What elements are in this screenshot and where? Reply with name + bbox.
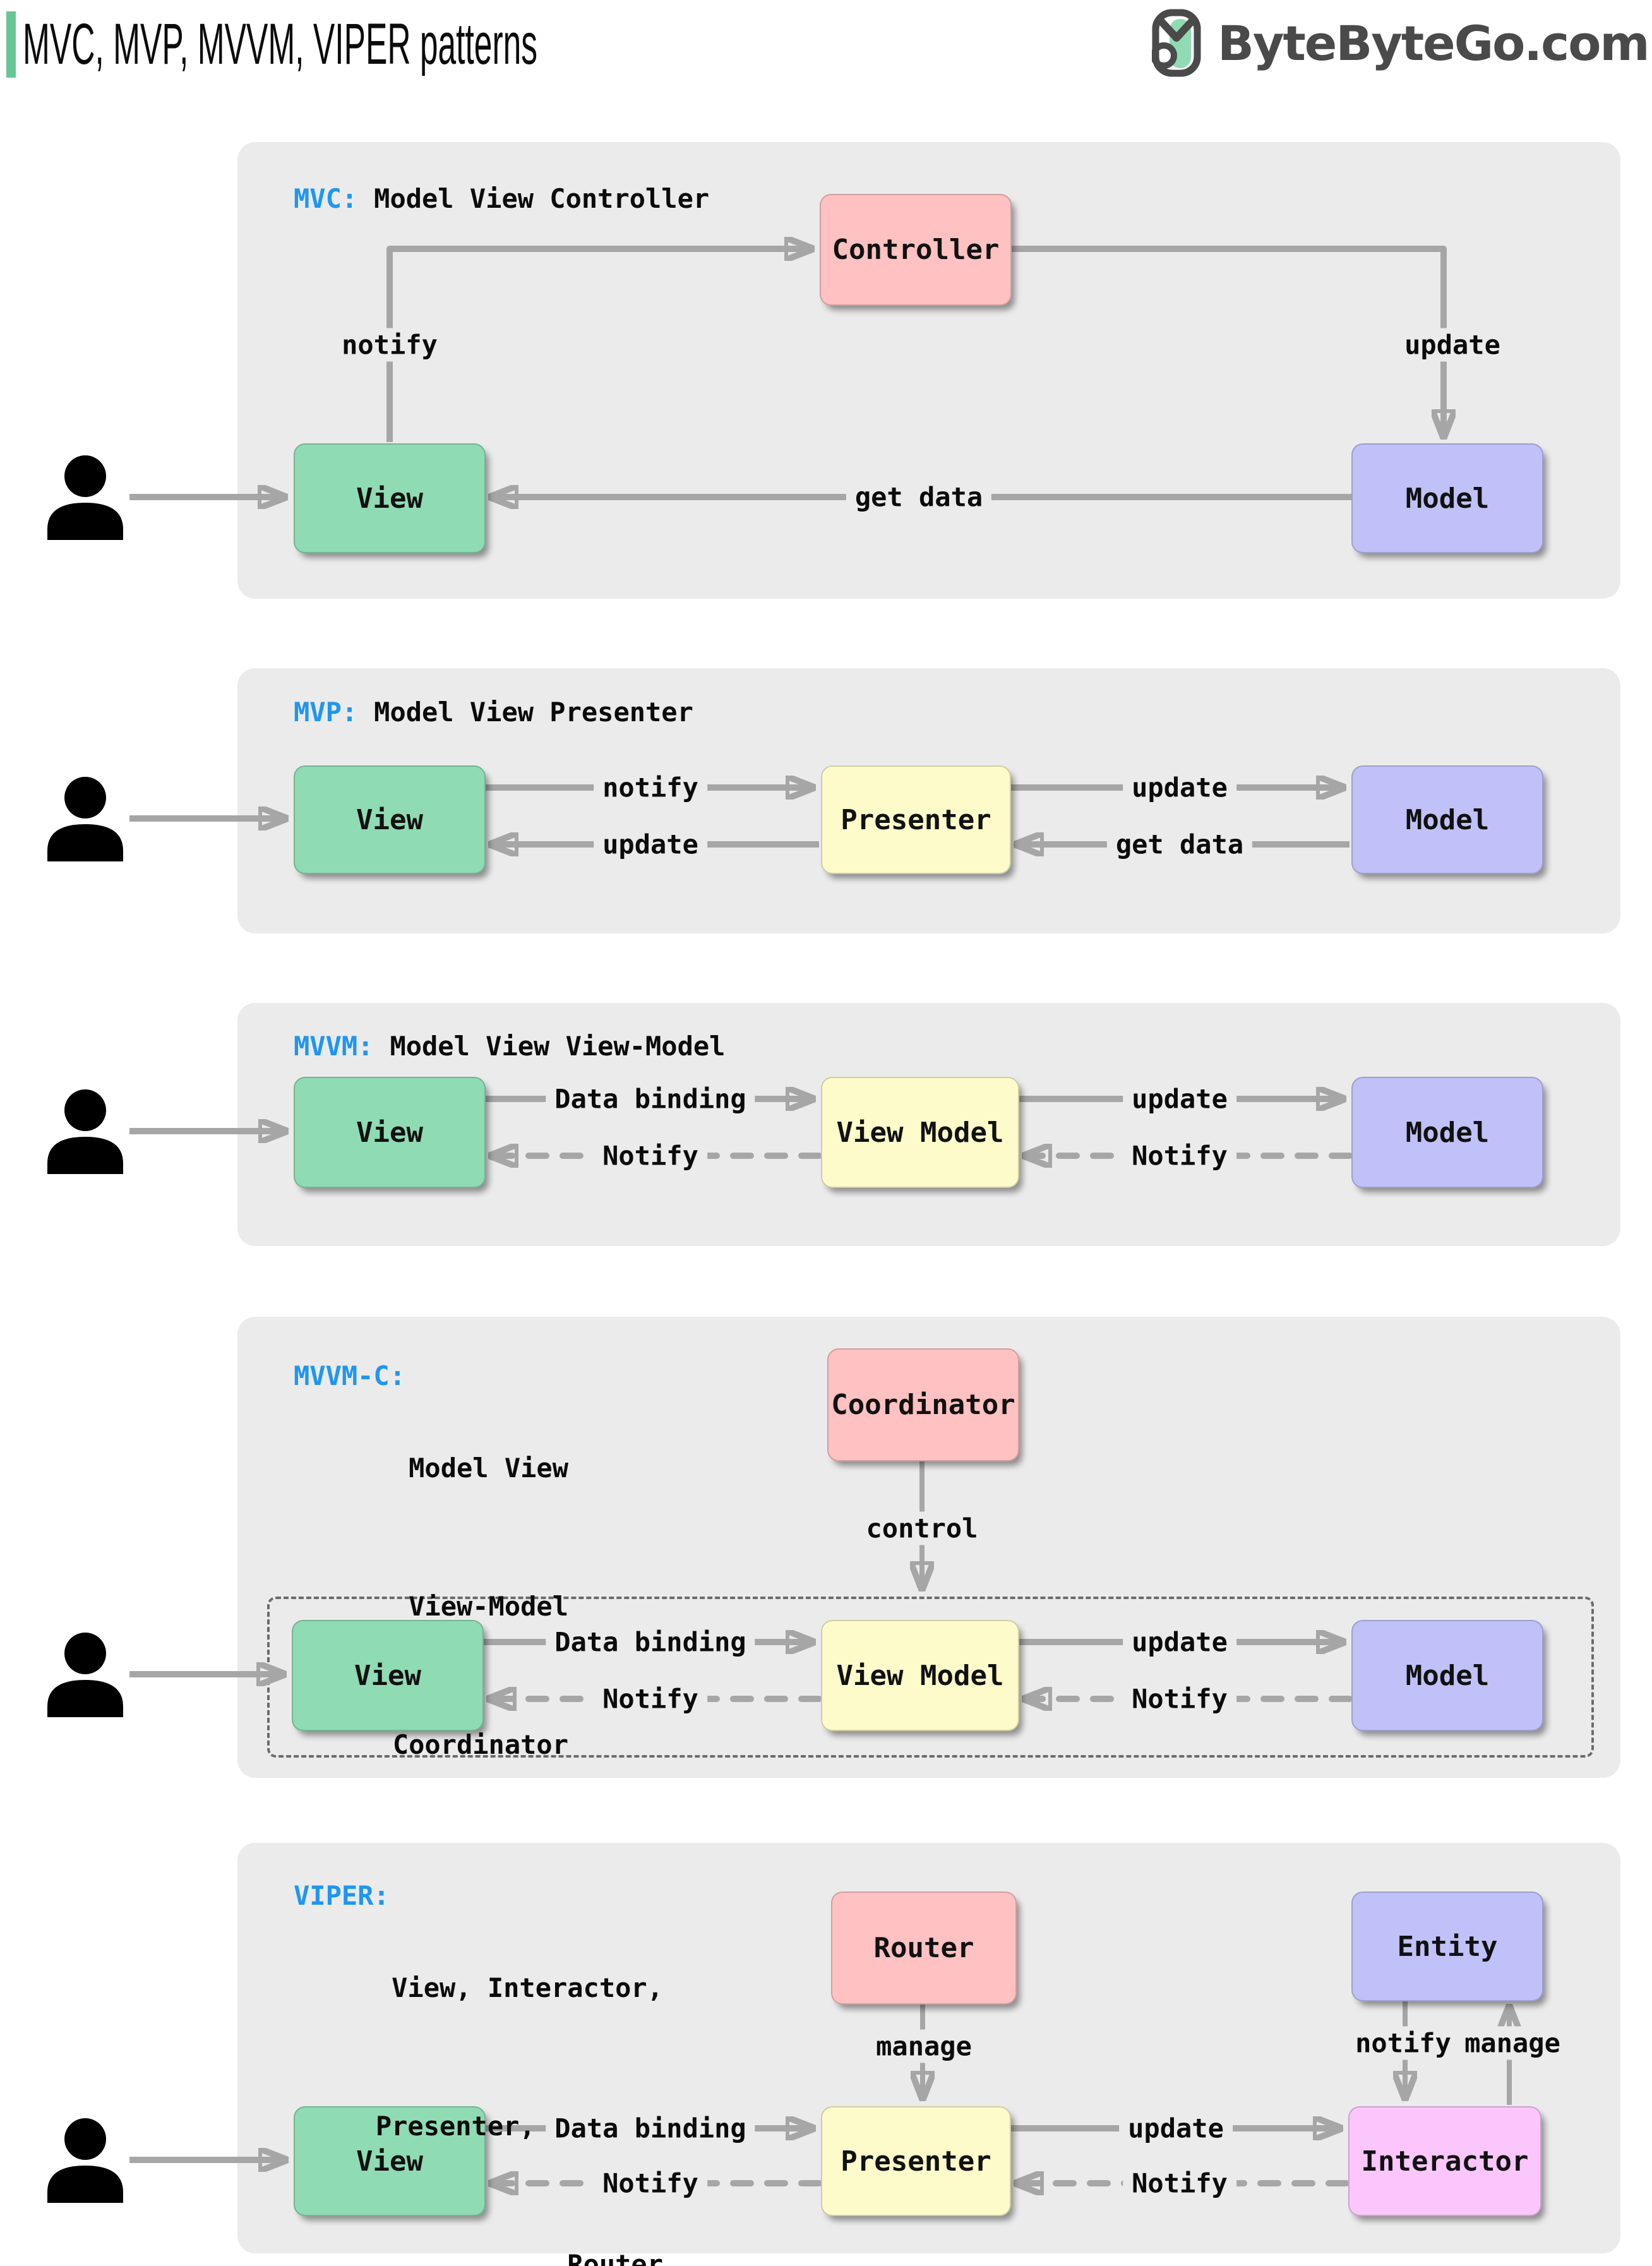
user-icon	[47, 2118, 123, 2203]
edge-label-update: update	[1123, 1625, 1236, 1659]
page-title-text: MVC, MVP, MVVM, VIPER patterns	[23, 12, 538, 76]
edge-label-update: update	[1119, 2111, 1233, 2145]
edge-label-update: update	[1123, 1082, 1236, 1116]
node-view-model: View Model	[821, 1077, 1019, 1188]
edge-label-update: update	[1396, 328, 1509, 362]
brand-logo: ByteByteGo.com	[1152, 9, 1650, 77]
section-desc-line: Router	[567, 2249, 663, 2266]
section-desc: Model View Presenter	[374, 697, 693, 728]
edge-label-get-data: get data	[1106, 827, 1253, 861]
edge-mvc-notify	[386, 249, 812, 442]
node-interactor: Interactor	[1348, 2106, 1541, 2216]
edge-label-notify: Notify	[1123, 1139, 1236, 1173]
node-view: View	[294, 2106, 486, 2216]
section-tag: MVC:	[294, 183, 358, 214]
section-label-mvvm: MVVM: Model View View-Model	[294, 1031, 725, 1062]
section-tag: VIPER:	[294, 1880, 390, 1911]
node-view: View	[294, 1077, 486, 1188]
edge-label-notify: Notify	[1123, 2166, 1236, 2200]
edge-label-notify: Notify	[594, 2166, 707, 2200]
user-icon	[47, 1633, 123, 1717]
node-model: Model	[1351, 1620, 1543, 1731]
title-accent-bar	[6, 11, 16, 78]
user-icon	[47, 455, 123, 540]
bytebytego-logo-icon	[1152, 9, 1201, 77]
edge-label-notify: Notify	[594, 1682, 707, 1716]
edge-label-notify: notify	[594, 770, 707, 805]
section-desc-line: Coordinator	[392, 1729, 568, 1760]
node-model: Model	[1351, 765, 1543, 874]
edge-mvc-update	[1010, 246, 1444, 437]
node-presenter: Presenter	[821, 2106, 1011, 2216]
section-tag: MVVM-C:	[294, 1360, 406, 1391]
section-tag: MVP:	[294, 697, 358, 728]
section-label-viper: View, Interactor, Presenter, Entity, Rou…	[373, 1873, 663, 2266]
node-coordinator: Coordinator	[827, 1348, 1019, 1461]
edge-label-data-binding: Data binding	[546, 2111, 755, 2145]
edge-label-data-binding: Data binding	[546, 1082, 755, 1116]
edge-label-notify: Notify	[594, 1139, 707, 1173]
user-icon	[47, 1089, 123, 1174]
node-entity: Entity	[1351, 1891, 1543, 2001]
section-label-mvp: MVP: Model View Presenter	[294, 697, 693, 728]
brand-logo-text: ByteByteGo.com	[1218, 15, 1650, 71]
edge-label-data-binding: Data binding	[546, 1625, 755, 1659]
section-desc: Model View Controller	[374, 183, 710, 214]
user-icon	[47, 777, 123, 861]
section-desc-line: View, Interactor,	[392, 1972, 663, 2003]
node-model: Model	[1351, 443, 1543, 553]
section-label-mvvmc: Model View View-Model Coordinator	[392, 1353, 568, 1860]
section-desc-line: View-Model	[409, 1591, 568, 1622]
node-model: Model	[1351, 1077, 1543, 1188]
edge-label-manage: manage	[1461, 2026, 1564, 2060]
page-title: MVC, MVP, MVVM, VIPER patterns	[23, 11, 942, 78]
node-view: View	[294, 765, 486, 874]
edge-label-manage: manage	[867, 2029, 981, 2063]
edge-label-control: control	[857, 1511, 987, 1545]
section-tag: MVVM:	[294, 1031, 374, 1062]
edge-label-update: update	[594, 827, 707, 861]
node-controller: Controller	[820, 194, 1012, 306]
edge-label-update: update	[1123, 770, 1236, 805]
edge-label-notify: Notify	[1123, 1682, 1236, 1716]
node-presenter: Presenter	[821, 765, 1011, 874]
edge-label-get-data: get data	[846, 480, 992, 514]
node-view: View	[294, 443, 486, 553]
edge-label-notify: notify	[333, 328, 446, 362]
node-view-model: View Model	[821, 1620, 1019, 1731]
edge-label-notify: notify	[1351, 2026, 1455, 2060]
node-view: View	[292, 1620, 484, 1731]
node-router: Router	[831, 1891, 1017, 2005]
section-label-mvc: MVC: Model View Controller	[294, 183, 709, 215]
section-desc: Model View View-Model	[390, 1031, 726, 1062]
section-desc-line: Model View	[409, 1453, 568, 1484]
